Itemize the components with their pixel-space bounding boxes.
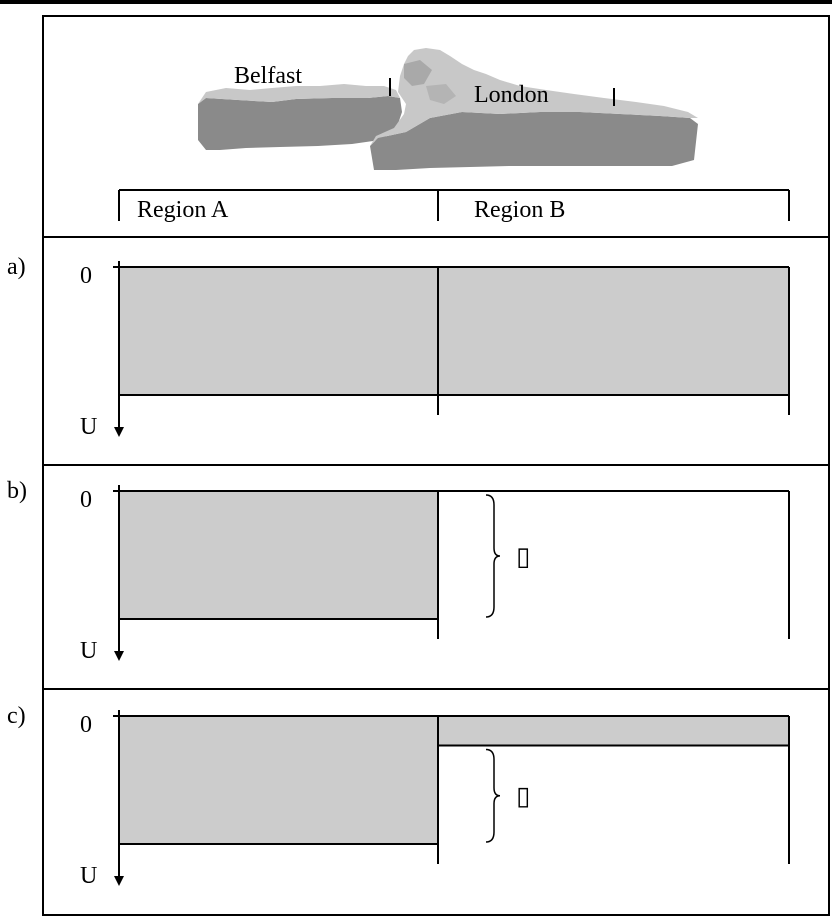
region-b-fill [438, 267, 789, 395]
region-bracket [118, 189, 790, 221]
panel-a: a) 0U [7, 254, 790, 440]
panel-b: b) 0U ▯ [7, 478, 790, 664]
energy-axis-label: U [80, 638, 97, 664]
zero-label: 0 [80, 487, 92, 513]
region-b-label: Region B [474, 197, 565, 223]
potential-brace [485, 748, 501, 843]
panel-c: c) 0U ▯ [7, 703, 790, 889]
energy-axis-label: U [80, 863, 97, 889]
city-belfast-label: Belfast [234, 63, 302, 89]
region-a-fill [119, 267, 438, 395]
energy-axis-arrow [114, 427, 124, 437]
region-a-fill [119, 716, 438, 844]
region-a-label: Region A [137, 197, 229, 223]
region-a-fill [119, 491, 438, 619]
panel-label: c) [7, 703, 26, 729]
energy-axis-label: U [80, 414, 97, 440]
potential-symbol: ▯ [516, 782, 530, 811]
zero-label: 0 [80, 712, 92, 738]
panel-label: a) [7, 254, 26, 280]
panel-label: b) [7, 478, 27, 504]
uk-ireland-map [198, 48, 698, 170]
energy-axis-arrow [114, 876, 124, 886]
energy-axis-arrow [114, 651, 124, 661]
panels: a)0Ub)0U▯c)0U▯ [7, 254, 790, 889]
region-b-fill [438, 716, 789, 746]
city-london-label: London [474, 82, 549, 108]
potential-brace [485, 494, 501, 618]
potential-symbol: ▯ [516, 542, 530, 571]
zero-label: 0 [80, 263, 92, 289]
